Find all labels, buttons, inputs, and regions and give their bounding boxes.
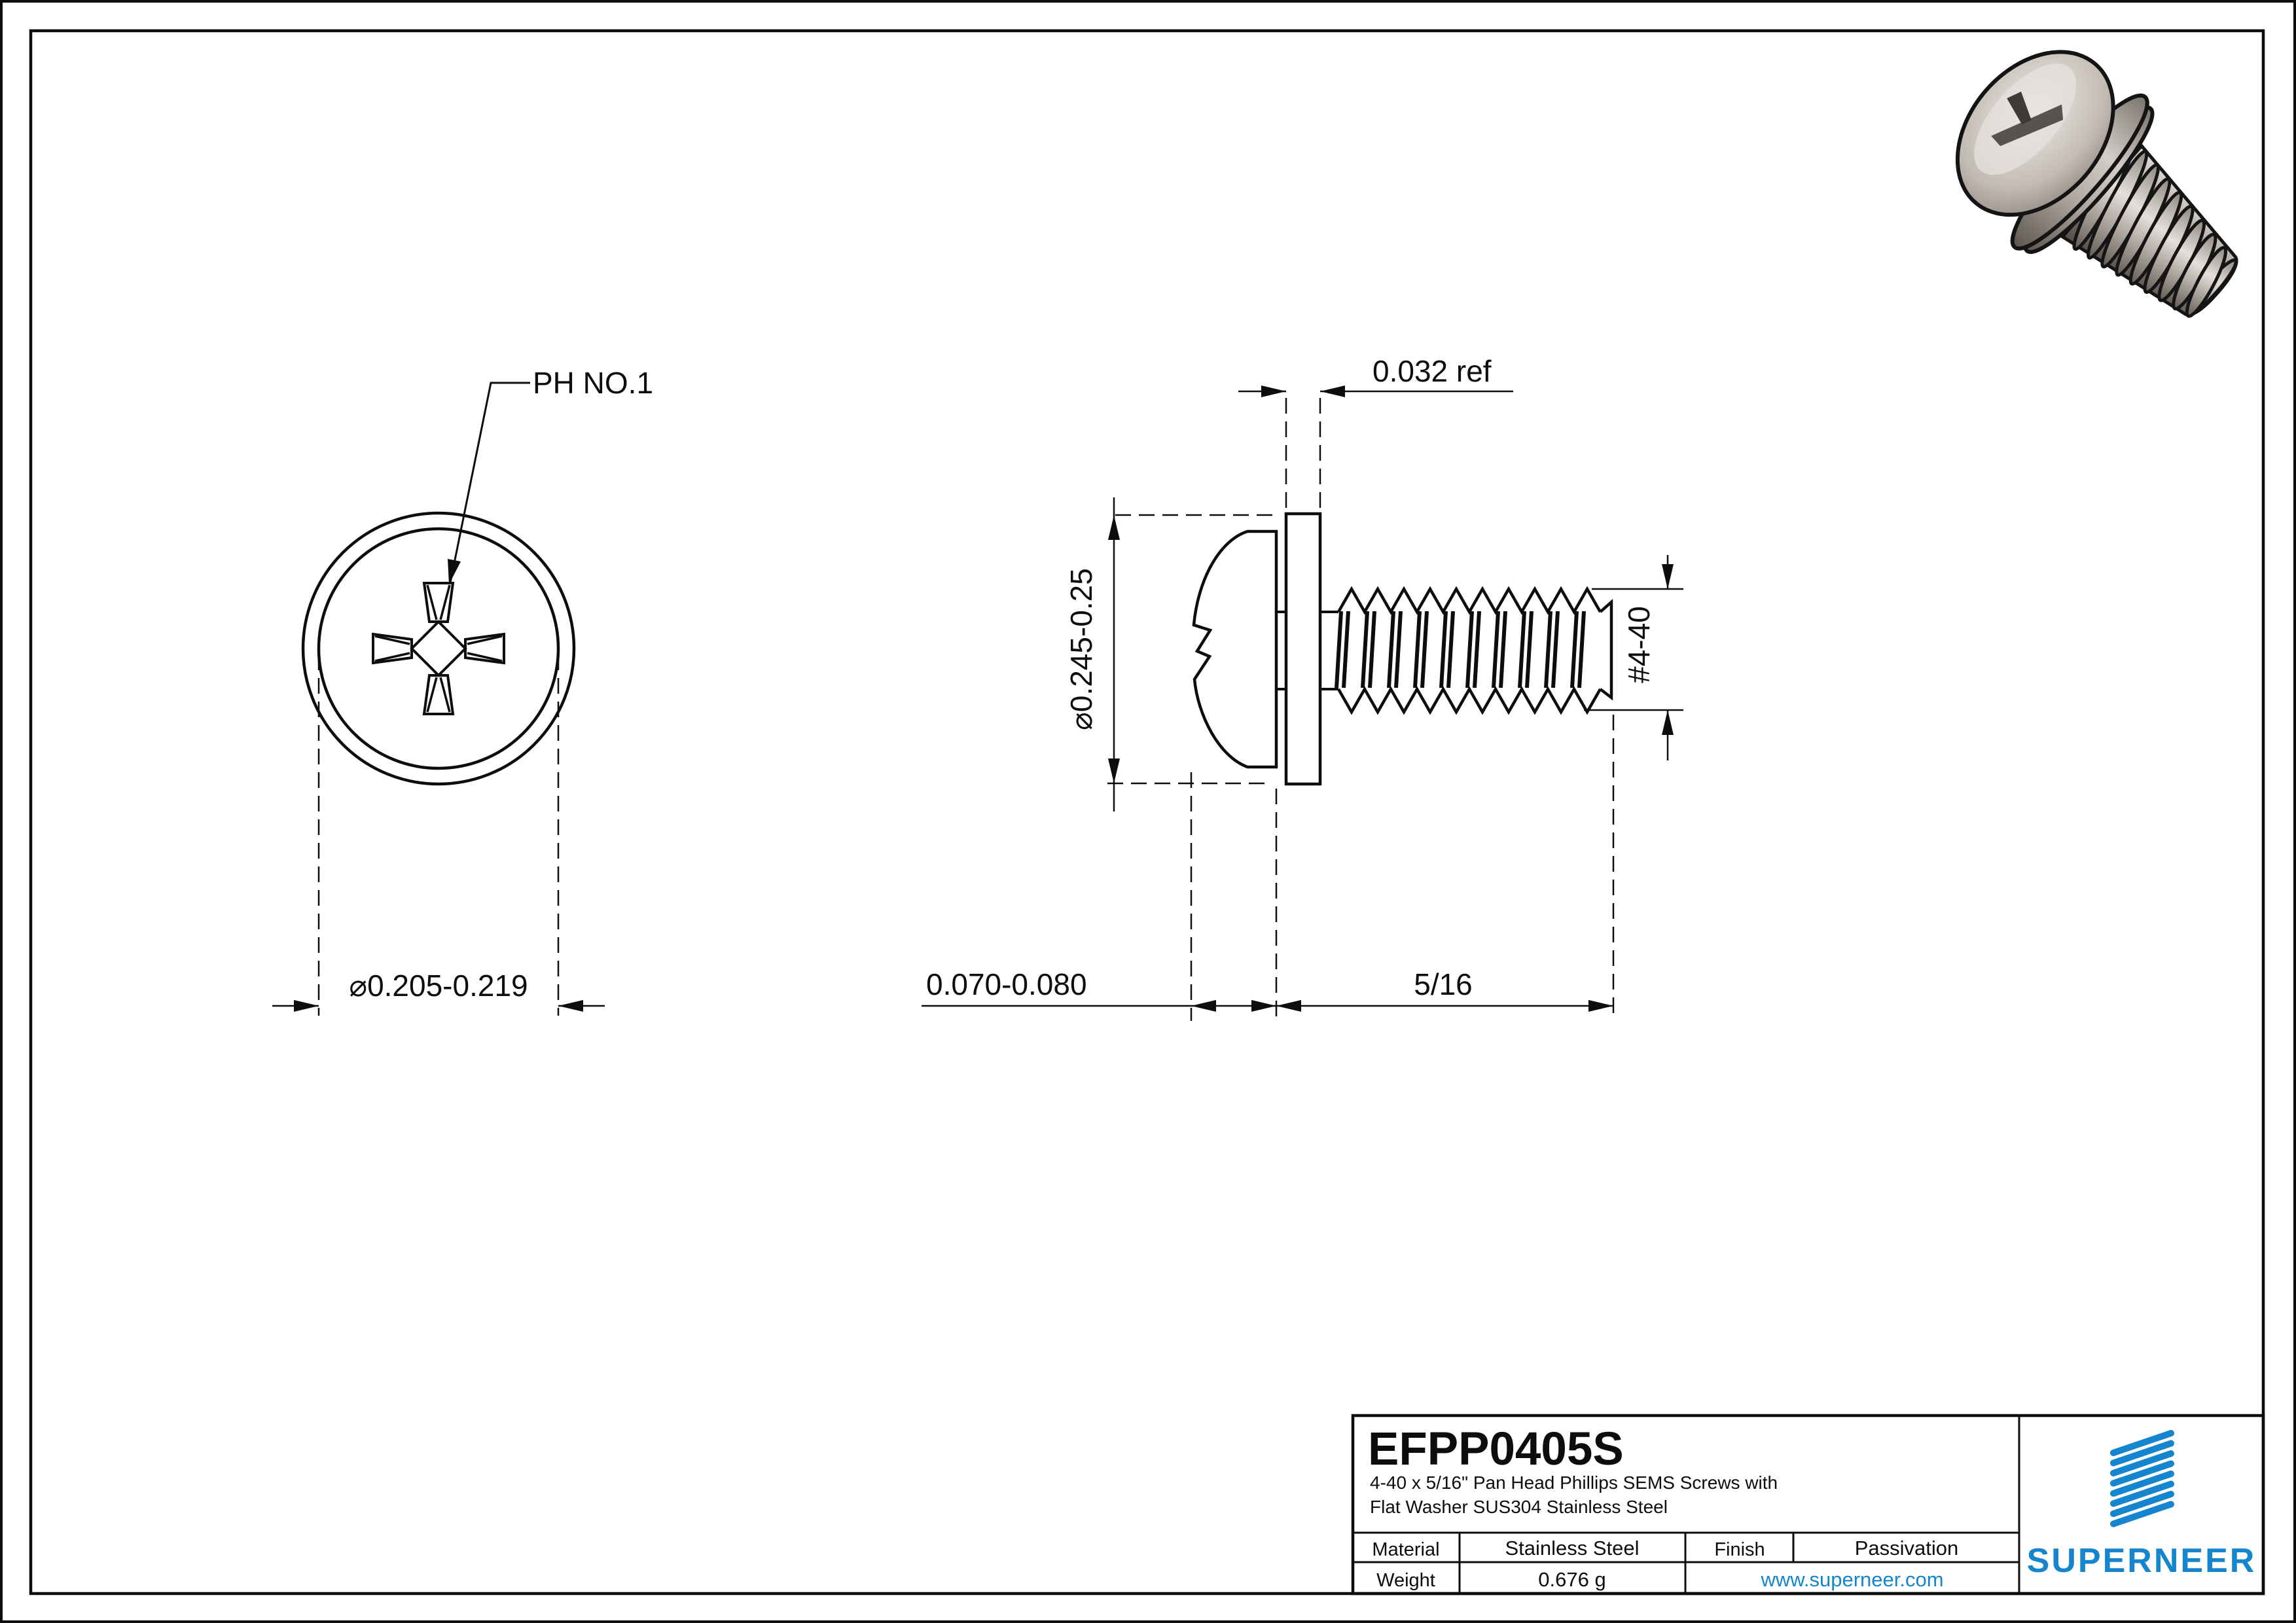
finish-label: Finish xyxy=(1714,1539,1765,1560)
side-view xyxy=(1192,512,1613,786)
material-value: Stainless Steel xyxy=(1505,1537,1639,1560)
drive-callout-label: PH NO.1 xyxy=(533,366,653,400)
finish-value: Passivation xyxy=(1855,1537,1959,1560)
thread-spec-label: #4-40 xyxy=(1622,606,1656,683)
head-height-label: 0.070-0.080 xyxy=(926,967,1087,1001)
screw-3d-render xyxy=(1955,50,2238,318)
flat-washer-profile xyxy=(1284,512,1322,786)
inner-frame-border xyxy=(29,29,2265,1596)
thread-ridges xyxy=(2072,136,2228,318)
description-line2: Flat Washer SUS304 Stainless Steel xyxy=(1370,1497,1668,1517)
title-block: EFPP0405S 4-40 x 5/16" Pan Head Phillips… xyxy=(1351,1414,2265,1596)
part-number: EFPP0405S xyxy=(1368,1423,1624,1475)
phillips-recess-icon xyxy=(372,582,505,715)
brand-logo: SUPERNEER xyxy=(2027,1430,2257,1580)
head-diameter-label: ⌀0.205-0.219 xyxy=(349,969,528,1003)
phillips-recess-3d-icon xyxy=(1991,92,2064,147)
thread-spec-dimension: #4-40 xyxy=(1584,555,1683,760)
head-diameter-dimension: ⌀0.205-0.219 xyxy=(272,654,605,1016)
washer-thickness-label: 0.032 ref xyxy=(1372,354,1492,388)
front-view xyxy=(301,511,576,786)
thread-top-profile xyxy=(1337,586,1602,615)
weight-label: Weight xyxy=(1376,1570,1435,1591)
washer-thickness-dimension: 0.032 ref xyxy=(1238,354,1513,509)
weight-value: 0.676 g xyxy=(1538,1568,1605,1591)
thread-length-label: 5/16 xyxy=(1414,967,1473,1001)
pan-head-profile xyxy=(1192,529,1278,769)
leader-arrowhead xyxy=(448,559,461,584)
drive-callout-leader: PH NO.1 xyxy=(448,366,653,584)
head-outline-circle xyxy=(317,527,560,770)
logo-stripes-icon xyxy=(2110,1430,2174,1527)
description-line1: 4-40 x 5/16" Pan Head Phillips SEMS Scre… xyxy=(1370,1472,1778,1493)
washer-outline-circle xyxy=(301,511,576,786)
head-height-dimension: 0.070-0.080 xyxy=(922,715,1615,1021)
thread-flank-lines xyxy=(1335,611,1586,688)
material-label: Material xyxy=(1372,1539,1439,1560)
thread-length-dimension: 5/16 xyxy=(1276,967,1613,1012)
washer-diameter-label: ⌀0.245-0.25 xyxy=(1064,568,1098,730)
washer-diameter-dimension: ⌀0.245-0.25 xyxy=(1064,497,1280,812)
brand-name: SUPERNEER xyxy=(2027,1542,2257,1580)
website-link[interactable]: www.superneer.com xyxy=(1760,1568,1943,1591)
thread-bottom-profile xyxy=(1337,686,1602,715)
